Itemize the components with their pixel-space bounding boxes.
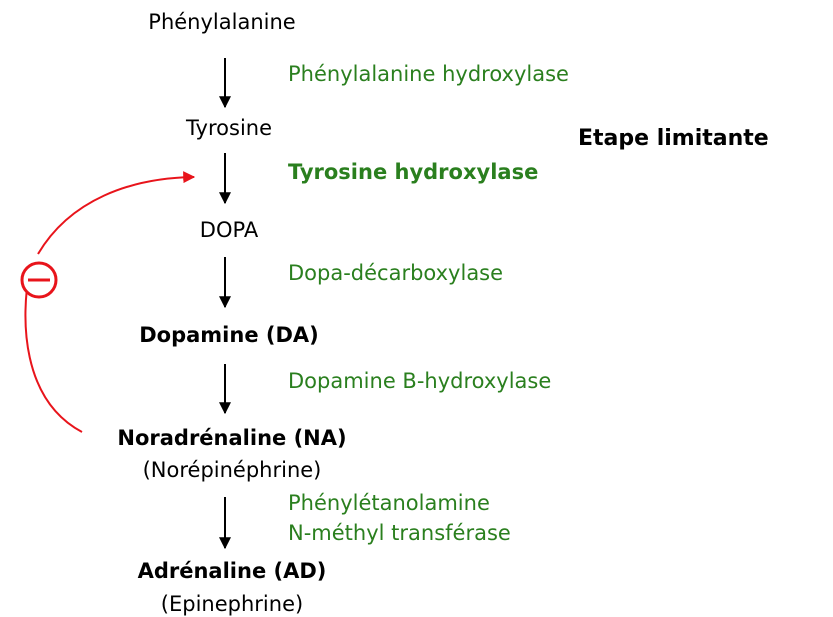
compound-tyrosine: Tyrosine: [185, 116, 273, 140]
enzyme-dopa-decarboxylase: Dopa-décarboxylase: [288, 261, 504, 285]
enzyme-pnmt-line2: N-méthyl transférase: [288, 521, 511, 545]
compound-dopamine: Dopamine (DA): [139, 323, 319, 347]
enzyme-pnmt-line1: Phénylétanolamine: [288, 491, 490, 515]
rate-limiting-step-label: Etape limitante: [578, 126, 769, 151]
compound-adrenaline: Adrénaline (AD): [137, 559, 327, 583]
compound-noradrenaline: Noradrénaline (NA): [117, 426, 347, 450]
enzyme-dopamine-b-hydroxylase: Dopamine B-hydroxylase: [288, 369, 552, 393]
compound-dopa: DOPA: [199, 218, 259, 242]
compound-phenylalanine: Phénylalanine: [148, 10, 296, 34]
enzyme-tyrosine-hydroxylase: Tyrosine hydroxylase: [288, 160, 539, 184]
enzyme-phenylalanine-hydroxylase: Phénylalanine hydroxylase: [288, 62, 569, 86]
compound-noradrenaline-alias: (Norépinéphrine): [142, 458, 322, 482]
feedback-inhibition-arrow-head: [37, 171, 196, 255]
compound-adrenaline-alias: (Epinephrine): [160, 592, 304, 616]
